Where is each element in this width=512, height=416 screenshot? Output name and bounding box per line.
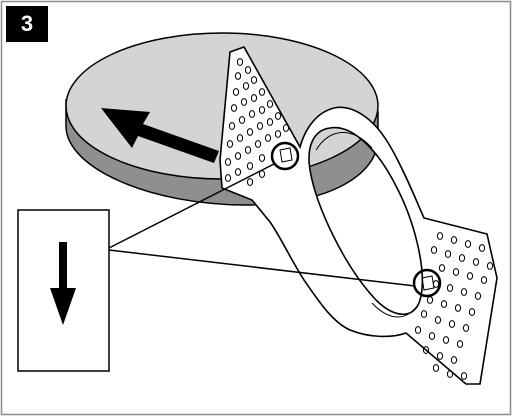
arrow-down-icon — [50, 242, 76, 325]
mounting-plate — [219, 46, 498, 385]
step-number-badge: 3 — [6, 6, 48, 42]
leader-lines — [108, 163, 416, 287]
clip-callout-upper — [270, 141, 300, 171]
clip-callout-lower — [412, 268, 442, 298]
arrow-up-left-icon — [101, 108, 219, 163]
